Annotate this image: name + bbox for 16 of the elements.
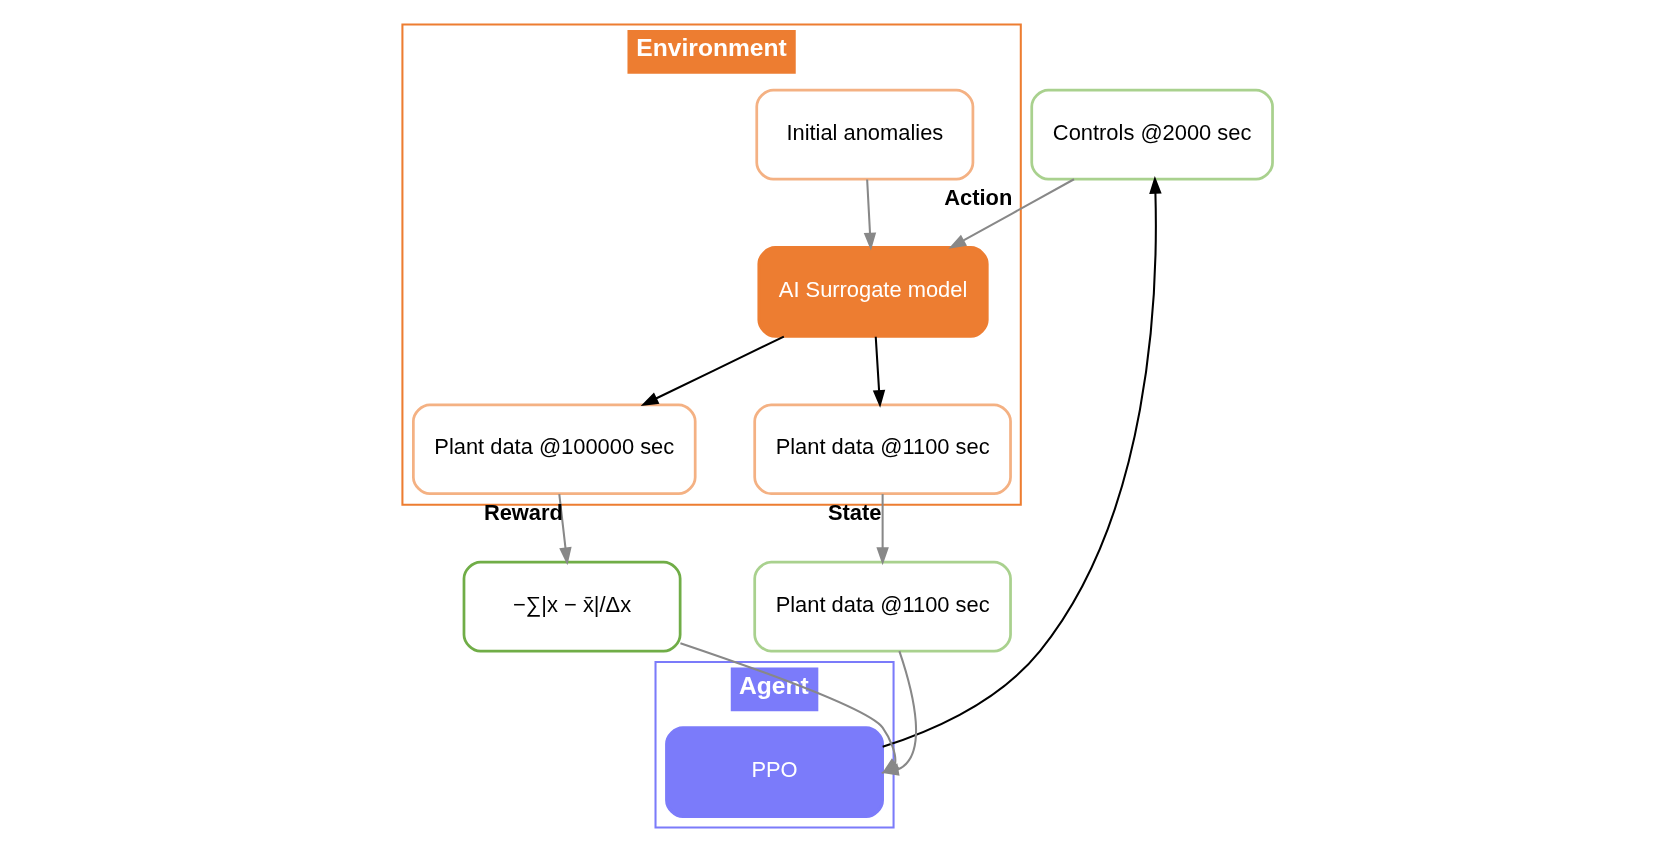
node-box: AI Surrogate model [756,246,989,338]
node-box: Plant data @100000 sec [411,403,697,496]
node-box: PPO [664,726,884,818]
arrow [640,335,784,406]
arrow [881,175,1162,748]
edge-label: Action [943,184,1012,210]
node-box: Plant data @1100 sec [752,403,1012,496]
arrow [875,494,889,566]
node-box: Controls @2000 sec [1029,88,1274,181]
arrow [947,178,1074,249]
arrow [863,179,876,251]
arrow [557,494,572,566]
node-box: −∑|x − x̄|/Δx [462,560,681,653]
node-box: Initial anomalies [754,88,974,181]
node-box: Plant data @1100 sec [752,560,1012,653]
arrow [872,336,885,408]
